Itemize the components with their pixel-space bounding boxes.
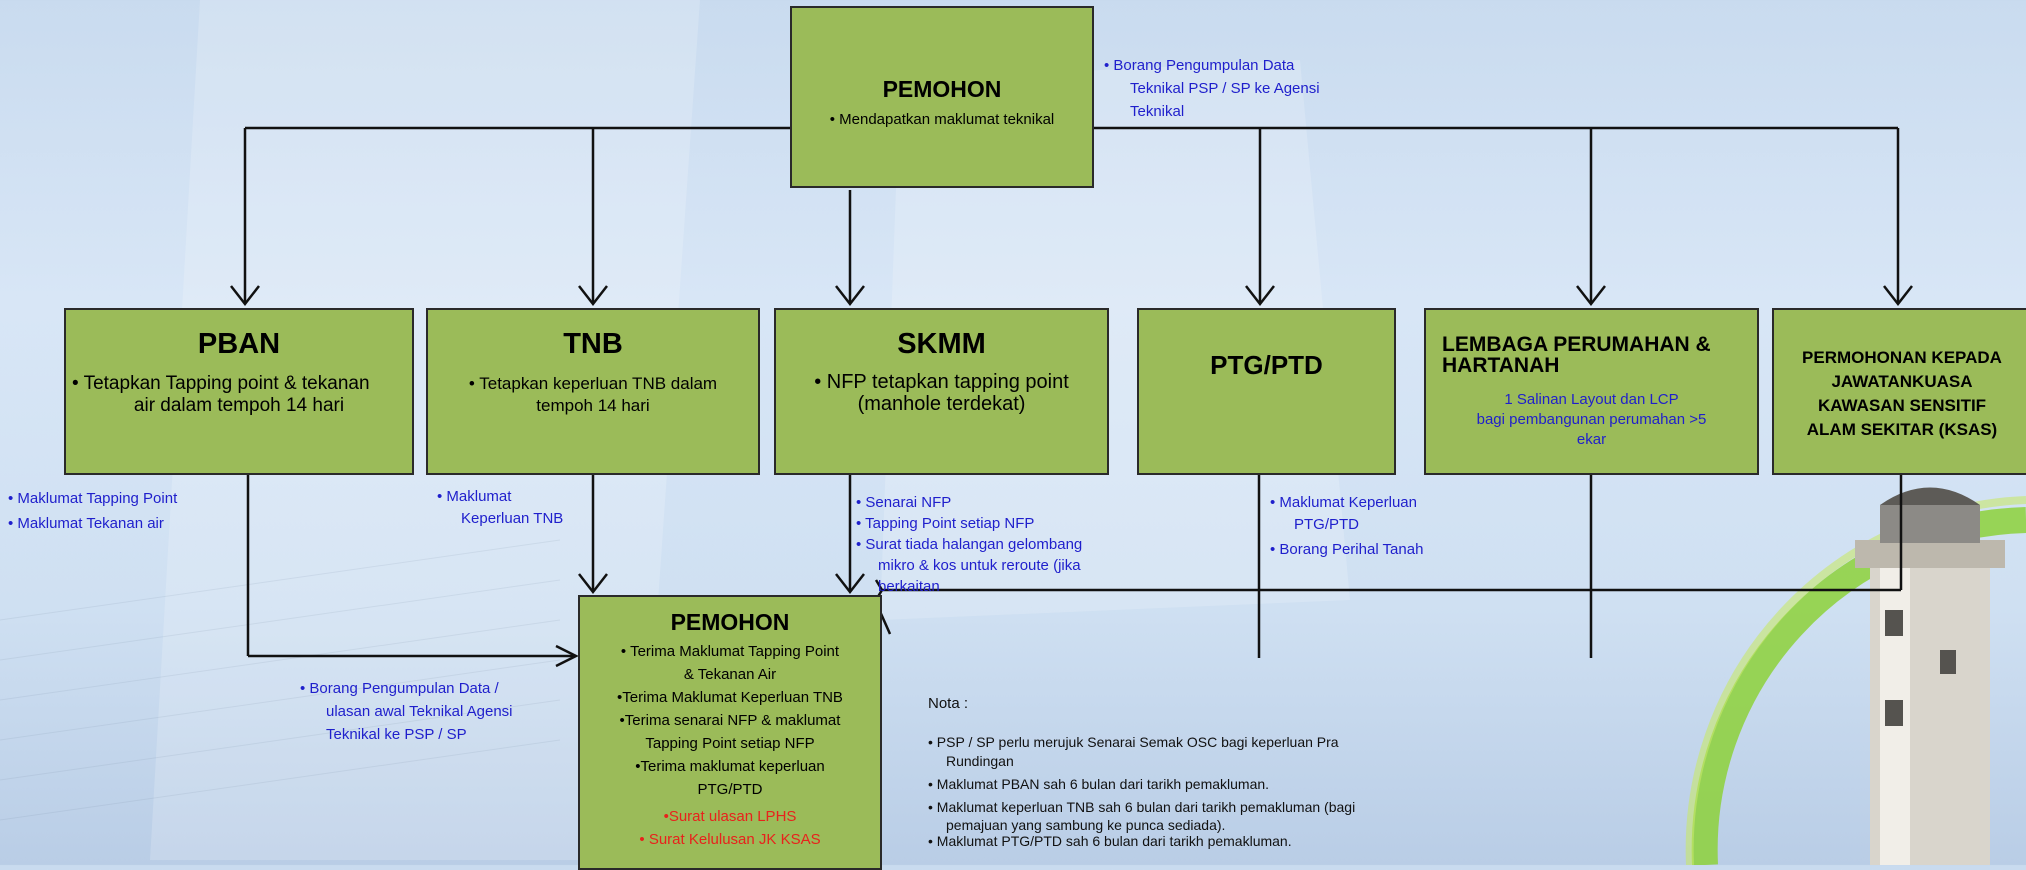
agency-box-ksas: PERMOHONAN KEPADA JAWATANKUASA KAWASAN S…: [1772, 308, 2026, 475]
agency-title: PBAN: [197, 328, 281, 360]
note-ptg: • Maklumat Keperluan PTG/PTD • Borang Pe…: [1270, 492, 1423, 561]
agency-desc-line: tempoh 14 hari: [536, 396, 650, 415]
agency-title: TNB: [563, 328, 623, 360]
nota-section: Nota : • PSP / SP perlu merujuk Senarai …: [928, 694, 1355, 849]
nota-line: • PSP / SP perlu merujuk Senarai Semak O…: [928, 734, 1339, 750]
note-line: • Borang Pengumpulan Data /: [300, 680, 499, 697]
note-line: mikro & kos untuk reroute (jika: [878, 557, 1081, 574]
note-line: Teknikal ke PSP / SP: [326, 726, 467, 743]
agency-desc-line: 1 Salinan Layout dan LCP: [1504, 391, 1679, 408]
nota-line: Rundingan: [946, 753, 1014, 769]
note-tnb: • Maklumat Keperluan TNB: [437, 486, 563, 530]
agency-title: LEMBAGA PERUMAHAN & HARTANAH: [1426, 334, 1757, 376]
note-bottom-left: • Borang Pengumpulan Data / ulasan awal …: [300, 677, 513, 746]
top-pemohon-desc: • Mendapatkan maklumat teknikal: [829, 111, 1055, 128]
note-line: Keperluan TNB: [461, 510, 564, 527]
top-note: • Borang Pengumpulan Data Teknikal PSP /…: [1104, 54, 1320, 123]
bottom-line: •Terima senarai NFP & maklumat: [619, 712, 841, 729]
agency-title: PERMOHONAN KEPADA JAWATANKUASA KAWASAN S…: [1774, 346, 2026, 442]
top-pemohon-title: PEMOHON: [882, 76, 1002, 102]
agency-box-pban: PBAN • Tetapkan Tapping point & tekanan …: [64, 308, 414, 475]
agency-desc-line: • Tetapkan keperluan TNB dalam: [468, 374, 718, 393]
agency-desc-line: air dalam tempoh 14 hari: [133, 395, 345, 416]
agency-title-line: ALAM SEKITAR (KSAS): [1806, 420, 1998, 439]
note-line: • Maklumat Keperluan: [1270, 494, 1417, 511]
agency-title: PTG/PTD: [1210, 350, 1323, 380]
bottom-red-line: •Surat ulasan LPHS: [663, 808, 797, 825]
agency-box-ptg: PTG/PTD: [1137, 308, 1396, 475]
agency-desc-line: ekar: [1576, 431, 1607, 448]
note-line: • Borang Perihal Tanah: [1270, 541, 1424, 558]
agency-title-line: JAWATANKUASA: [1831, 372, 1973, 391]
nota-line: • Maklumat keperluan TNB sah 6 bulan dar…: [928, 799, 1356, 815]
bottom-pemohon-title: PEMOHON: [670, 609, 790, 635]
agency-box-tnb: TNB • Tetapkan keperluan TNB dalam tempo…: [426, 308, 760, 475]
note-line: • Maklumat Tapping Point: [8, 490, 178, 507]
nota-line: • Maklumat PTG/PTD sah 6 bulan dari tari…: [928, 833, 1292, 849]
agency-title-line: HARTANAH: [1442, 354, 1560, 377]
bottom-line: Tapping Point setiap NFP: [645, 735, 815, 752]
agency-desc-line: bagi pembangunan perumahan >5: [1476, 411, 1707, 428]
note-line: • Surat tiada halangan gelombang: [856, 536, 1083, 553]
nota-line: • Maklumat PBAN sah 6 bulan dari tarikh …: [928, 776, 1270, 792]
agency-title-line: KAWASAN SENSITIF: [1817, 396, 1987, 415]
agency-box-skmm: SKMM • NFP tetapkan tapping point (manho…: [774, 308, 1109, 475]
agency-title-line: PERMOHONAN KEPADA: [1802, 348, 2002, 367]
agency-desc: • Tetapkan Tapping point & tekanan air d…: [66, 373, 412, 417]
note-line: berkaitan: [878, 578, 940, 595]
bottom-line: & Tekanan Air: [683, 666, 777, 683]
note-skmm: • Senarai NFP • Tapping Point setiap NFP…: [856, 492, 1082, 597]
nota-heading: Nota :: [928, 695, 969, 712]
note-pban: • Maklumat Tapping Point • Maklumat Teka…: [8, 486, 177, 536]
bottom-pemohon-box: PEMOHON • Terima Maklumat Tapping Point …: [578, 595, 882, 870]
note-line: • Maklumat: [437, 488, 512, 505]
bottom-red-line: • Surat Kelulusan JK KSAS: [639, 831, 821, 848]
note-line: ulasan awal Teknikal Agensi: [326, 703, 513, 720]
top-pemohon-box: PEMOHON • Mendapatkan maklumat teknikal: [790, 6, 1094, 188]
agency-desc: • Tetapkan keperluan TNB dalam tempoh 14…: [428, 373, 758, 417]
bottom-line: •Terima maklumat keperluan: [635, 758, 825, 775]
agency-desc: • NFP tetapkan tapping point (manhole te…: [776, 371, 1107, 415]
note-line: • Tapping Point setiap NFP: [856, 515, 1035, 532]
note-line: • Maklumat Tekanan air: [8, 515, 164, 532]
agency-title-line: LEMBAGA PERUMAHAN &: [1442, 333, 1711, 356]
top-note-line: Teknikal: [1130, 103, 1185, 120]
nota-line: pemajuan yang sambung ke punca sediada).: [946, 817, 1226, 833]
bottom-line: •Terima Maklumat Keperluan TNB: [617, 689, 843, 706]
note-line: • Senarai NFP: [856, 494, 952, 511]
agency-desc: 1 Salinan Layout dan LCP bagi pembanguna…: [1426, 390, 1757, 450]
agency-box-lembaga: LEMBAGA PERUMAHAN & HARTANAH 1 Salinan L…: [1424, 308, 1759, 475]
agency-desc-line: • NFP tetapkan tapping point: [814, 371, 1069, 393]
note-line: PTG/PTD: [1294, 516, 1360, 533]
top-note-line: • Borang Pengumpulan Data: [1104, 57, 1295, 74]
bottom-line: PTG/PTD: [697, 781, 763, 798]
agency-desc-line: • Tetapkan Tapping point & tekanan: [72, 373, 370, 394]
bottom-pemohon-lines: • Terima Maklumat Tapping Point & Tekana…: [580, 640, 880, 851]
bottom-line: • Terima Maklumat Tapping Point: [620, 643, 840, 660]
agency-desc-line: (manhole terdekat): [857, 393, 1026, 415]
agency-title: SKMM: [897, 328, 986, 360]
top-note-line: Teknikal PSP / SP ke Agensi: [1130, 80, 1320, 97]
